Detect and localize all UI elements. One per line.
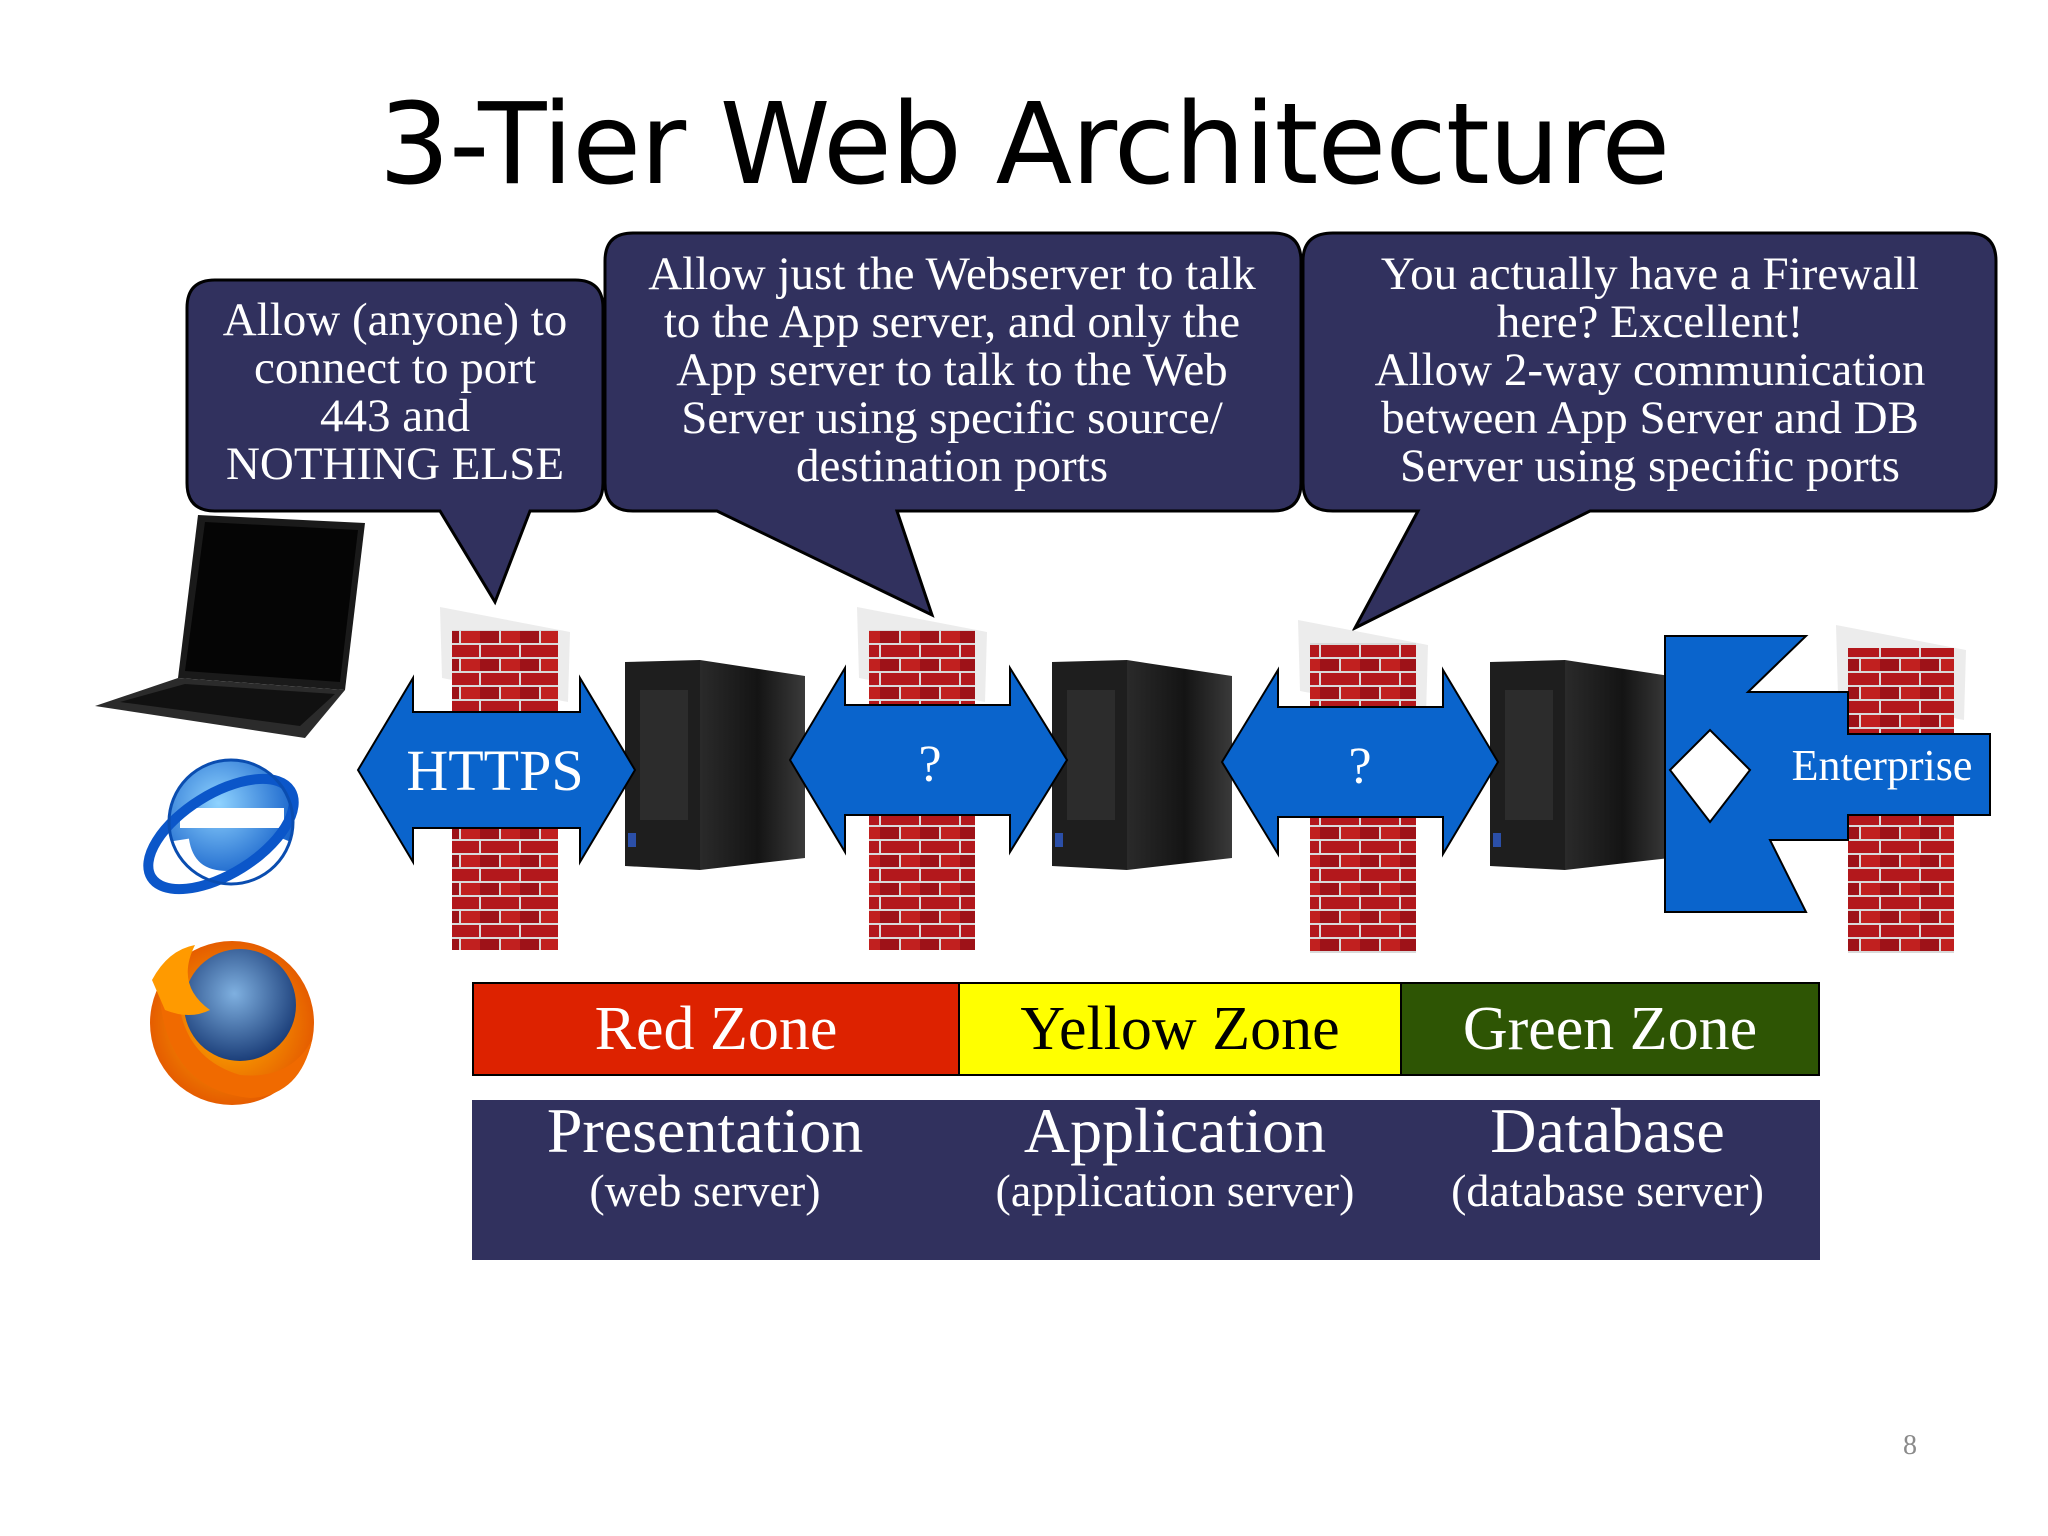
callout-line: Server using specific source/: [681, 392, 1223, 444]
callout-line: connect to port: [254, 342, 536, 394]
internet-explorer-icon: [143, 758, 299, 895]
callout-line: between App Server and DB: [1381, 392, 1919, 444]
callout-text-1: Allow (anyone) to connect to port 443 an…: [200, 296, 590, 488]
callout-bubble-2: [603, 231, 1303, 618]
callout-line: You actually have a Firewall: [1380, 248, 1920, 300]
callout-text-3: You actually have a Firewall here? Excel…: [1310, 250, 1990, 490]
enterprise-arrow: [1664, 635, 1991, 913]
server-icon: [625, 660, 805, 870]
server-icon: [1052, 660, 1232, 870]
tier-panel: [472, 1100, 1820, 1260]
callout-text-2: Allow just the Webserver to talk to the …: [612, 250, 1292, 490]
tier-name: Application: [1023, 1095, 1327, 1166]
db-arrow-label: ?: [1348, 738, 1372, 795]
db-tier-arrow: [1220, 666, 1500, 858]
https-label: HTTPS: [406, 738, 584, 803]
tier-database: Database (database server): [1400, 1096, 1815, 1216]
callout-line: Allow just the Webserver to talk: [648, 248, 1256, 300]
firefox-icon: [150, 941, 314, 1105]
tier-sub: (application server): [995, 1165, 1355, 1216]
page-number: 8: [1903, 1430, 1917, 1461]
callout-bubble-1: [185, 278, 605, 606]
callout-line: Allow 2-way communication: [1374, 344, 1926, 396]
callout-bubble-3: [1301, 231, 1998, 632]
tier-sub: (web server): [589, 1165, 821, 1216]
tier-name: Presentation: [546, 1095, 864, 1166]
callout-line: NOTHING ELSE: [225, 438, 565, 490]
app-tier-arrow: [788, 664, 1069, 856]
callout-line: Server using specific ports: [1400, 440, 1900, 492]
callout-line: 443 and: [319, 390, 471, 442]
callout-line: App server to talk to the Web: [676, 344, 1228, 396]
slide-title: 3-Tier Web Architecture: [378, 80, 1670, 210]
green-zone: Green Zone: [1400, 982, 1820, 1076]
tier-presentation: Presentation (web server): [490, 1096, 920, 1216]
tier-application: Application (application server): [950, 1096, 1400, 1216]
tier-name: Database: [1490, 1095, 1725, 1166]
laptop-icon: [95, 515, 365, 738]
callout-line: destination ports: [796, 440, 1108, 492]
callout-line: Allow (anyone) to: [222, 294, 568, 346]
enterprise-label: Enterprise: [1791, 741, 1973, 790]
yellow-zone: Yellow Zone: [958, 982, 1402, 1076]
tier-sub: (database server): [1451, 1165, 1764, 1216]
red-zone: Red Zone: [472, 982, 960, 1076]
callout-line: here? Excellent!: [1496, 296, 1804, 348]
server-icon: [1490, 660, 1670, 870]
app-arrow-label: ?: [918, 736, 942, 793]
https-arrow: [356, 674, 637, 866]
callout-line: to the App server, and only the: [663, 296, 1241, 348]
